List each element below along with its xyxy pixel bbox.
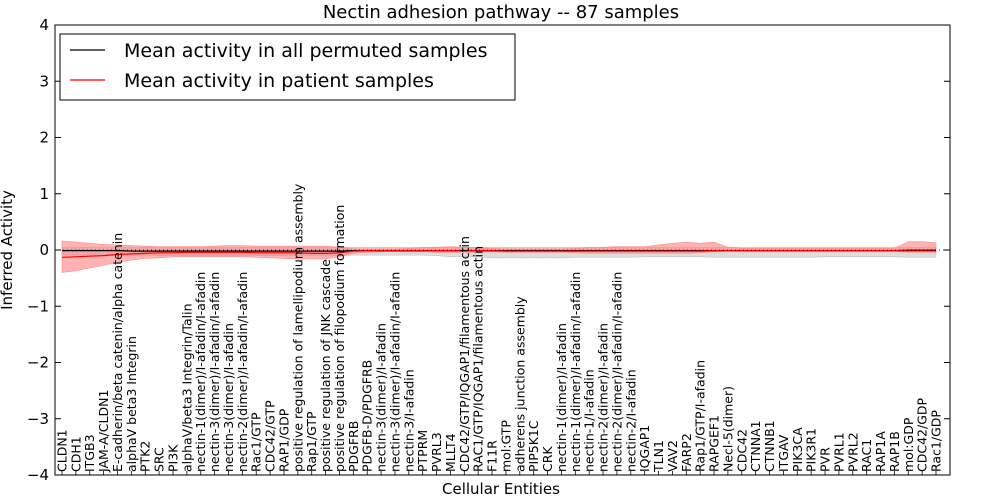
x-category-label: CTNNB1 (762, 420, 777, 472)
y-tick-label: −2 (27, 354, 49, 372)
x-axis-label: Cellular Entities (442, 480, 560, 498)
series-line-1 (61, 249, 936, 258)
x-category-label: ITGB3 (82, 434, 97, 472)
x-category-label: E-cadherin/beta catenin/alpha catenin (110, 233, 125, 472)
x-category-label: nectin-2(dimer)/I-afadin/I-afadin (235, 272, 250, 472)
x-category-label: IQGAP1 (637, 425, 652, 472)
x-category-label: alphaV/beta3 Integrin/Talin (179, 304, 194, 473)
x-category-label: VAV2 (665, 440, 680, 472)
x-category-label: CDC42 (734, 429, 749, 472)
series-band-1 (61, 240, 937, 273)
x-category-label: MLLT4 (443, 433, 458, 472)
x-category-label: PI3K (166, 444, 181, 472)
x-category-label: nectin-2(dimer)/I-afadin/I-afadin (609, 272, 624, 472)
x-category-label: PVR (818, 447, 833, 472)
x-category-label: CLDN1 (55, 429, 70, 472)
x-category-label: positive regulation of JNK cascade (318, 259, 333, 472)
x-category-label: RAP1A (873, 431, 888, 472)
y-tick-label: −4 (27, 466, 49, 484)
x-axis-categories: CLDN1CDH1ITGB3JAM-A/CLDN1E-cadherin/beta… (55, 183, 944, 475)
legend-label-permuted: Mean activity in all permuted samples (124, 40, 487, 62)
x-category-label: CDC42/GTP/IQGAP1/filamentous actin (457, 236, 472, 472)
x-category-label: PVRL3 (429, 432, 444, 472)
x-category-label: PVRL2 (845, 432, 860, 472)
y-tick-label: 1 (39, 185, 49, 203)
y-tick-label: 0 (39, 241, 49, 259)
x-category-label: nectin-3(dimer)/I-afadin/I-afadin (388, 272, 403, 472)
x-category-label: nectin-2(dimer)/I-afadin (596, 323, 611, 472)
y-axis: 4 3 2 1 0 −1 −2 −3 −4 (27, 16, 950, 484)
legend-box (59, 33, 516, 101)
x-category-label: SRC (152, 447, 167, 472)
y-tick-label: 3 (39, 72, 49, 90)
x-category-label: Necl-5(dimer) (720, 386, 735, 472)
plot-area (55, 240, 950, 273)
x-category-label: CTNNA1 (748, 420, 763, 472)
x-category-label: PDGFRB (346, 421, 361, 472)
x-category-label: adherens junction assembly (512, 296, 527, 472)
x-category-label: nectin-1(dimer)/I-afadin/I-afadin (193, 272, 208, 472)
x-category-label: CDC42/GDP (915, 397, 930, 472)
x-category-label: RAPGEF1 (707, 415, 722, 472)
x-category-label: FARP2 (679, 433, 694, 472)
chart-title: Nectin adhesion pathway -- 87 samples (323, 2, 679, 23)
x-category-label: PTPRM (415, 430, 430, 472)
x-category-label: Rap1/GTP/I-afadin (693, 360, 708, 472)
x-category-label: positive regulation of lamellipodium ass… (290, 183, 305, 472)
y-tick-label: 4 (39, 16, 49, 34)
x-category-label: CDH1 (68, 436, 83, 472)
x-category-label: PDGFB-D/PDGFRB (360, 360, 375, 472)
x-category-label: ITGAV (776, 434, 791, 472)
x-category-label: CRK (540, 446, 555, 472)
legend-label-patient: Mean activity in patient samples (124, 70, 434, 92)
x-category-label: nectin-3(dimer)/I-afadin/I-afadin (207, 272, 222, 472)
y-tick-label: 2 (39, 129, 49, 147)
x-category-label: RAC1 (859, 439, 874, 472)
x-category-label: PIK3CA (790, 427, 805, 472)
x-category-label: alphaV beta3 Integrin (124, 336, 139, 472)
x-category-label: PTK2 (138, 441, 153, 472)
x-category-label: positive regulation of filopodium format… (332, 205, 347, 472)
x-category-label: Rac1/GTP (249, 412, 264, 472)
x-category-label: PIP5K1C (526, 420, 541, 472)
x-category-label: nectin-1(dimer)/I-afadin/I-afadin (568, 272, 583, 472)
x-category-label: RAP1B (887, 431, 902, 472)
x-category-label: TLN1 (651, 440, 666, 473)
x-category-label: Rac1/GDP (929, 410, 944, 472)
y-tick-label: −1 (27, 297, 49, 315)
x-category-label: nectin-3(dimer)/I-afadin (374, 323, 389, 472)
legend: Mean activity in all permuted samples Me… (59, 33, 516, 101)
y-axis-label: Inferred Activity (0, 190, 16, 310)
x-category-label: nectin-2/I-afadin (623, 369, 638, 472)
x-category-label: nectin-3(dimer)/I-afadin (221, 323, 236, 472)
x-category-label: JAM-A/CLDN1 (96, 390, 111, 473)
x-category-label: nectin-1/I-afadin (582, 369, 597, 472)
x-category-label: PIK3R1 (804, 428, 819, 472)
x-category-label: CDC42/GTP (263, 400, 278, 472)
x-category-label: nectin-3/I-afadin (401, 369, 416, 472)
x-category-label: RAC1/GTP/IQGAP1/filamentous actin (471, 246, 486, 472)
x-category-label: mol:GTP (498, 420, 513, 472)
x-category-label: RAP1/GDP (277, 408, 292, 472)
x-category-label: Rap1/GTP (304, 411, 319, 472)
x-category-label: mol:GDP (901, 417, 916, 472)
x-category-label: PVRL1 (831, 432, 846, 472)
x-category-label: F11R (485, 440, 500, 472)
y-tick-label: −3 (27, 410, 49, 428)
x-category-label: nectin-1(dimer)/I-afadin (554, 323, 569, 472)
